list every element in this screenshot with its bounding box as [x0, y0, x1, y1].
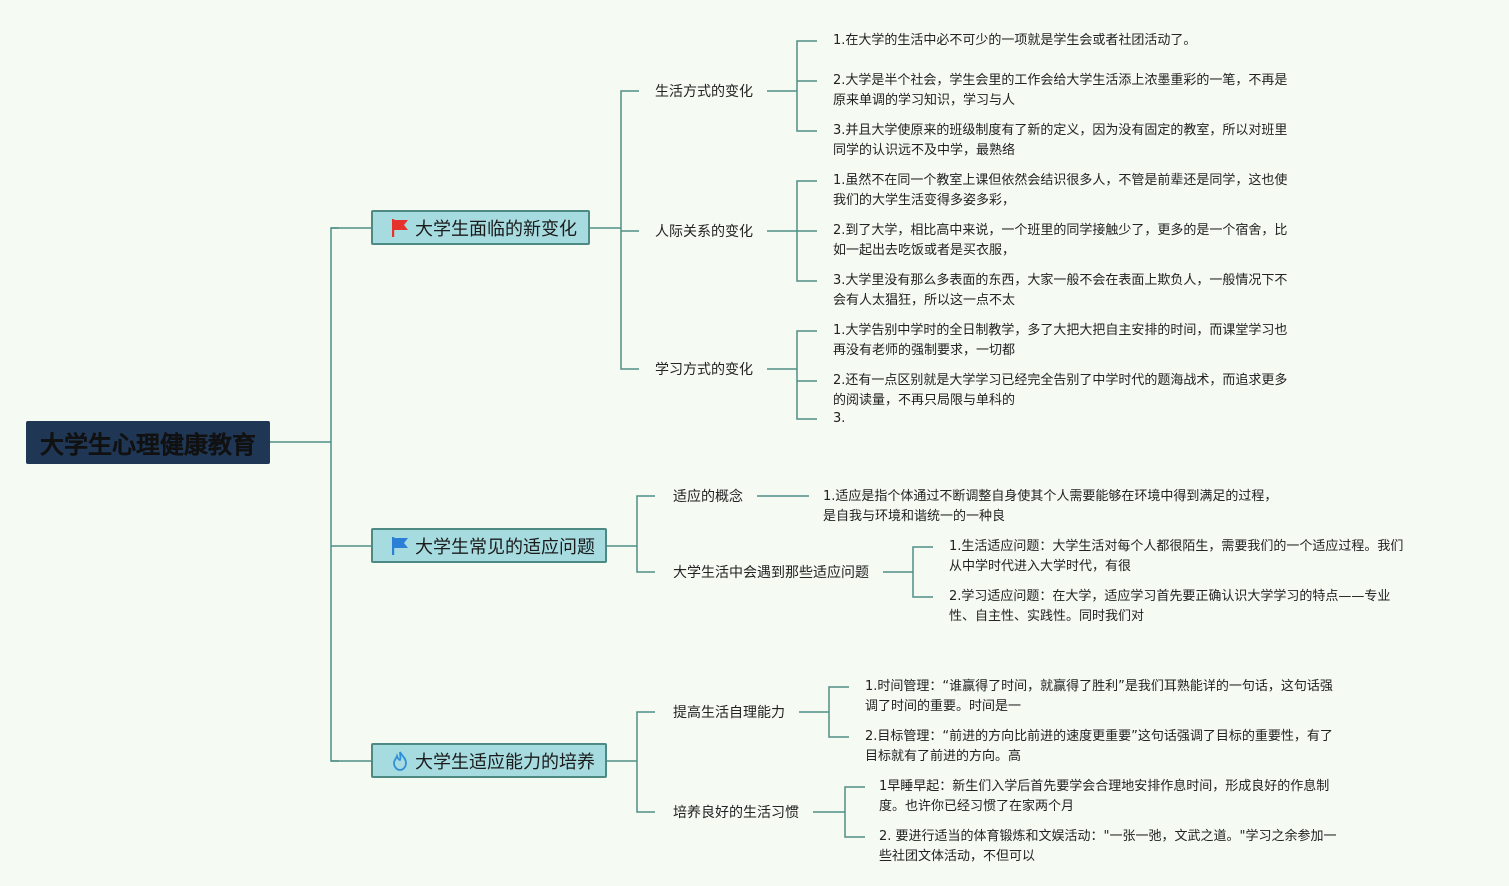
topic-1-bracket [620, 90, 639, 370]
topic-2-bracket [636, 495, 655, 573]
topic-1[interactable]: 大学生面临的新变化 [371, 210, 590, 245]
leaf-line: 调了时间的重要。时间是一 [865, 699, 1022, 714]
leaf-1-3-1[interactable]: 1.大学告别中学时的全日制教学，多了大把大把自主安排的时间，而课堂学习也再没有老… [833, 321, 1287, 361]
leaf-line: 1.时间管理：“谁赢得了时间，就赢得了胜利”是我们耳熟能详的一句话，这句话强 [865, 679, 1333, 694]
subtopic-1-1-bracket [796, 40, 817, 132]
leaf-line: 1.大学告别中学时的全日制教学，多了大把大把自主安排的时间，而课堂学习也 [833, 323, 1288, 338]
leaf-line: 3.并且大学使原来的班级制度有了新的定义，因为没有固定的教室，所以对班里 [833, 123, 1288, 138]
leaf-line: 再没有老师的强制要求，一切都 [833, 343, 1016, 358]
leaf-line: 3. [833, 411, 846, 426]
leaf-line: 目标就有了前进的方向。高 [865, 749, 1022, 764]
leaf-line: 2.到了大学，相比高中来说，一个班里的同学接触少了，更多的是一个宿舍，比 [833, 223, 1288, 238]
subtopic-3-1[interactable]: 提高生活自理能力 [673, 705, 785, 721]
blue-flag-icon [389, 535, 411, 557]
leaf-3-1-1[interactable]: 1.时间管理：“谁赢得了时间，就赢得了胜利”是我们耳熟能详的一句话，这句话强调了… [865, 677, 1333, 717]
subtopic-2-1[interactable]: 适应的概念 [673, 489, 743, 505]
flame-icon [389, 750, 411, 772]
leaf-line: 2.大学是半个社会，学生会里的工作会给大学生活添上浓墨重彩的一笔，不再是 [833, 73, 1288, 88]
leaf-line: 1.适应是指个体通过不断调整自身使其个人需要能够在环境中得到满足的过程， [823, 489, 1278, 504]
leaf-line: 2.目标管理：“前进的方向比前进的速度更重要”这句话强调了目标的重要性，有了 [865, 729, 1333, 744]
leaf-2-2-2[interactable]: 2.学习适应问题：在大学，适应学习首先要正确认识大学学习的特点——专业性、自主性… [949, 587, 1390, 627]
leaf-line: 2. 要进行适当的体育锻炼和文娱活动："一张一弛，文武之道。"学习之余参加一 [879, 829, 1337, 844]
subtopic-1-1[interactable]: 生活方式的变化 [655, 84, 753, 100]
leaf-line: 是自我与环境和谐统一的一种良 [823, 509, 1006, 524]
leaf-3-1-2[interactable]: 2.目标管理：“前进的方向比前进的速度更重要”这句话强调了目标的重要性，有了目标… [865, 727, 1333, 767]
leaf-line: 1早睡早起：新生们入学后首先要学会合理地安排作息时间，形成良好的作息制 [879, 779, 1330, 794]
leaf-line: 3.大学里没有那么多表面的东西，大家一般不会在表面上欺负人，一般情况下不 [833, 273, 1288, 288]
leaf-line: 度。也许你已经习惯了在家两个月 [879, 799, 1075, 814]
leaf-line: 原来单调的学习知识，学习与人 [833, 93, 1016, 108]
subtopic-3-2-bracket [844, 786, 865, 838]
subtopic-3-1-bracket [828, 686, 849, 738]
leaf-1-1-1[interactable]: 1.在大学的生活中必不可少的一项就是学生会或者社团活动了。 [833, 31, 1196, 51]
leaf-line: 我们的大学生活变得多姿多彩， [833, 193, 1016, 208]
leaf-line: 会有人太猖狂，所以这一点不太 [833, 293, 1016, 308]
leaf-1-1-2[interactable]: 2.大学是半个社会，学生会里的工作会给大学生活添上浓墨重彩的一笔，不再是原来单调… [833, 71, 1287, 111]
leaf-line: 的阅读量，不再只局限与单科的 [833, 393, 1016, 408]
red-flag-icon [389, 217, 411, 239]
leaf-1-3-2[interactable]: 2.还有一点区别就是大学学习已经完全告别了中学时代的题海战术，而追求更多的阅读量… [833, 371, 1287, 411]
leaf-2-1-1[interactable]: 1.适应是指个体通过不断调整自身使其个人需要能够在环境中得到满足的过程， 是自我与… [823, 487, 1277, 527]
leaf-line: 1.在大学的生活中必不可少的一项就是学生会或者社团活动了。 [833, 33, 1197, 48]
leaf-3-2-1[interactable]: 1早睡早起：新生们入学后首先要学会合理地安排作息时间，形成良好的作息制度。也许你… [879, 777, 1329, 817]
central-topic[interactable]: 大学生心理健康教育 [26, 421, 270, 464]
topic-3-bracket [636, 711, 655, 813]
leaf-1-2-2[interactable]: 2.到了大学，相比高中来说，一个班里的同学接触少了，更多的是一个宿舍，比如一起出… [833, 221, 1287, 261]
topic-3-label: 大学生适应能力的培养 [415, 751, 595, 773]
leaf-2-2-1[interactable]: 1.生活适应问题：大学生活对每个人都很陌生，需要我们的一个适应过程。我们从中学时… [949, 537, 1403, 577]
topic-1-label: 大学生面临的新变化 [415, 218, 577, 240]
leaf-line: 性、自主性、实践性。同时我们对 [949, 609, 1145, 624]
subtopic-2-2[interactable]: 大学生活中会遇到那些适应问题 [673, 565, 869, 581]
leaf-line: 2.学习适应问题：在大学，适应学习首先要正确认识大学学习的特点——专业 [949, 589, 1391, 604]
subtopic-1-3-bracket [796, 330, 817, 420]
subtopic-2-2-bracket [912, 546, 933, 598]
leaf-line: 些社团文体活动，不但可以 [879, 849, 1036, 864]
subtopic-3-2[interactable]: 培养良好的生活习惯 [673, 805, 799, 821]
leaf-line: 从中学时代进入大学时代，有很 [949, 559, 1132, 574]
leaf-1-2-3[interactable]: 3.大学里没有那么多表面的东西，大家一般不会在表面上欺负人，一般情况下不会有人太… [833, 271, 1287, 311]
leaf-line: 1.虽然不在同一个教室上课但依然会结识很多人，不管是前辈还是同学，这也使 [833, 173, 1288, 188]
leaf-line: 同学的认识远不及中学，最熟络 [833, 143, 1016, 158]
leaf-line: 如一起出去吃饭或者是买衣服， [833, 243, 1016, 258]
subtopic-1-3[interactable]: 学习方式的变化 [655, 362, 753, 378]
leaf-1-2-1[interactable]: 1.虽然不在同一个教室上课但依然会结识很多人，不管是前辈还是同学，这也使我们的大… [833, 171, 1287, 211]
leaf-3-2-2[interactable]: 2. 要进行适当的体育锻炼和文娱活动："一张一弛，文武之道。"学习之余参加一些社… [879, 827, 1337, 867]
topic-3[interactable]: 大学生适应能力的培养 [371, 743, 607, 778]
topics-trunk [330, 227, 339, 762]
leaf-line: 1.生活适应问题：大学生活对每个人都很陌生，需要我们的一个适应过程。我们 [949, 539, 1404, 554]
subtopic-1-2[interactable]: 人际关系的变化 [655, 224, 753, 240]
topic-2-label: 大学生常见的适应问题 [415, 536, 595, 558]
leaf-1-3-3[interactable]: 3. [833, 409, 845, 429]
central-topic-label: 大学生心理健康教育 [40, 431, 256, 459]
leaf-line: 2.还有一点区别就是大学学习已经完全告别了中学时代的题海战术，而追求更多 [833, 373, 1288, 388]
topic-2[interactable]: 大学生常见的适应问题 [371, 528, 607, 563]
leaf-1-1-3[interactable]: 3.并且大学使原来的班级制度有了新的定义，因为没有固定的教室，所以对班里同学的认… [833, 121, 1287, 161]
